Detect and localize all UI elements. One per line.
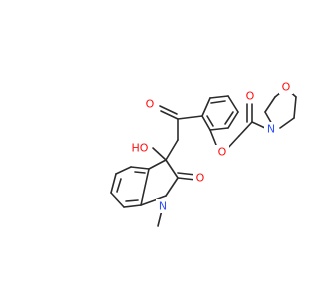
- bond: [238, 121, 253, 137]
- bond: [251, 121, 266, 129]
- bond: [110, 173, 117, 194]
- morpholine-nitrogen-label: N: [267, 123, 275, 136]
- bond: [177, 115, 203, 120]
- bond: [130, 166, 150, 170]
- bond: [201, 97, 211, 117]
- bond: [140, 168, 150, 206]
- bond: [165, 177, 179, 197]
- ketone-oxygen-label: O: [146, 98, 155, 111]
- bond: [209, 95, 229, 99]
- bond: [140, 195, 167, 206]
- bond: [227, 111, 239, 129]
- ether-oxygen-label: O: [218, 146, 227, 159]
- bond: [116, 178, 122, 193]
- bond: [125, 199, 139, 202]
- bond: [201, 115, 211, 131]
- bond: [224, 111, 234, 125]
- bond: [227, 95, 239, 113]
- hydroxyl-label: HO: [132, 142, 149, 155]
- bond-lines: [110, 87, 297, 227]
- bond: [210, 100, 226, 104]
- bond: [159, 105, 178, 115]
- indole-nitrogen-label: N: [159, 200, 167, 213]
- bond: [115, 166, 132, 175]
- bond: [165, 139, 179, 161]
- bond: [134, 171, 146, 174]
- bond: [279, 117, 295, 129]
- bond: [206, 115, 214, 127]
- morpholine-oxygen-label: O: [282, 81, 291, 94]
- bond: [110, 192, 125, 208]
- bond: [209, 127, 229, 131]
- bond: [293, 96, 297, 119]
- bond: [123, 204, 142, 208]
- bond: [152, 147, 167, 161]
- bond: [148, 159, 167, 170]
- atom-labels: O O O N O HO O N: [128, 80, 293, 213]
- bond: [160, 110, 179, 120]
- bond: [264, 96, 276, 113]
- lactam-oxygen-label: O: [196, 172, 205, 185]
- bond: [165, 159, 179, 179]
- molecule-structure: O O O N O HO O N: [110, 80, 297, 227]
- amide-oxygen-label: O: [246, 90, 255, 103]
